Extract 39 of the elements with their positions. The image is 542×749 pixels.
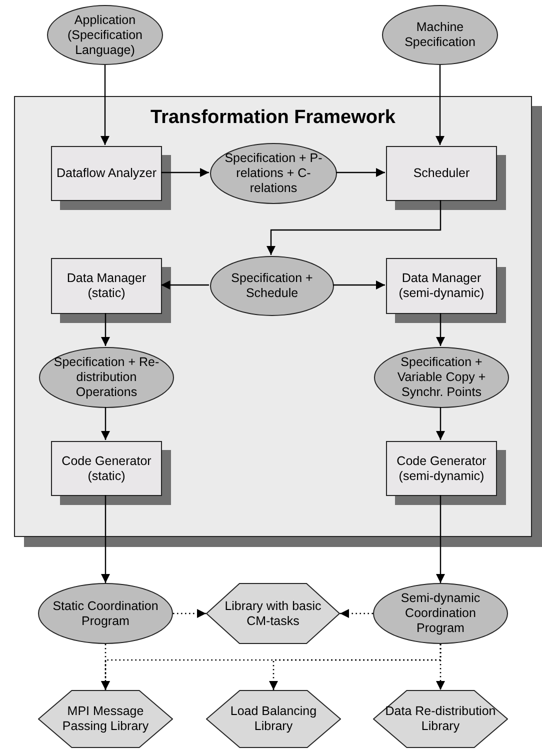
node-label: Machine Specification	[404, 20, 476, 50]
arrow	[336, 168, 385, 177]
node-label: Application (Specification Language)	[66, 12, 144, 58]
arrow	[173, 609, 206, 618]
arrow	[436, 644, 445, 690]
library-hexagon	[206, 583, 340, 644]
arrow	[436, 65, 444, 145]
node-label: Dataflow Analyzer	[56, 166, 157, 181]
node-label: Data Manager (static)	[66, 271, 148, 301]
arrow	[333, 280, 385, 290]
arrow	[101, 407, 110, 440]
panel-title: Transformation Framework	[150, 107, 396, 128]
arrow	[340, 609, 373, 618]
library-hexagon	[373, 690, 508, 748]
node-label: Code Generator (semi-dynamic)	[396, 454, 488, 484]
node-label: Code Generator (static)	[60, 454, 152, 484]
node-label: Load Balancing Library	[229, 704, 318, 734]
node-label: MPI Message Passing Library	[61, 704, 150, 734]
node-label: Specification + Variable Copy + Synchr. Points	[396, 355, 487, 400]
library-hexagon	[38, 690, 173, 748]
node-label: Scheduler	[413, 166, 470, 181]
arrow	[100, 65, 110, 145]
node-label: Specification + Schedule	[230, 271, 314, 301]
node-label: Library with basic CM-tasks	[224, 598, 322, 628]
library-hexagon	[206, 690, 341, 748]
node-label: Specification + Re-distribution Operations	[52, 355, 160, 400]
arrow	[161, 168, 209, 177]
arrow	[101, 313, 110, 346]
arrow	[161, 280, 209, 290]
arrow	[436, 407, 445, 440]
node-label: Data Re-distribution Library	[385, 704, 496, 734]
node-label: Static Coordination Program	[52, 598, 160, 628]
arrow	[436, 313, 445, 346]
arrow	[101, 495, 110, 583]
node-label: Data Manager (semi-dynamic)	[398, 271, 486, 301]
arrow	[266, 200, 442, 255]
node-label: Specification + P-relations + C-relations	[224, 151, 324, 196]
node-label: Semi-dynamic Coordination Program	[400, 591, 482, 636]
arrow	[436, 495, 445, 583]
